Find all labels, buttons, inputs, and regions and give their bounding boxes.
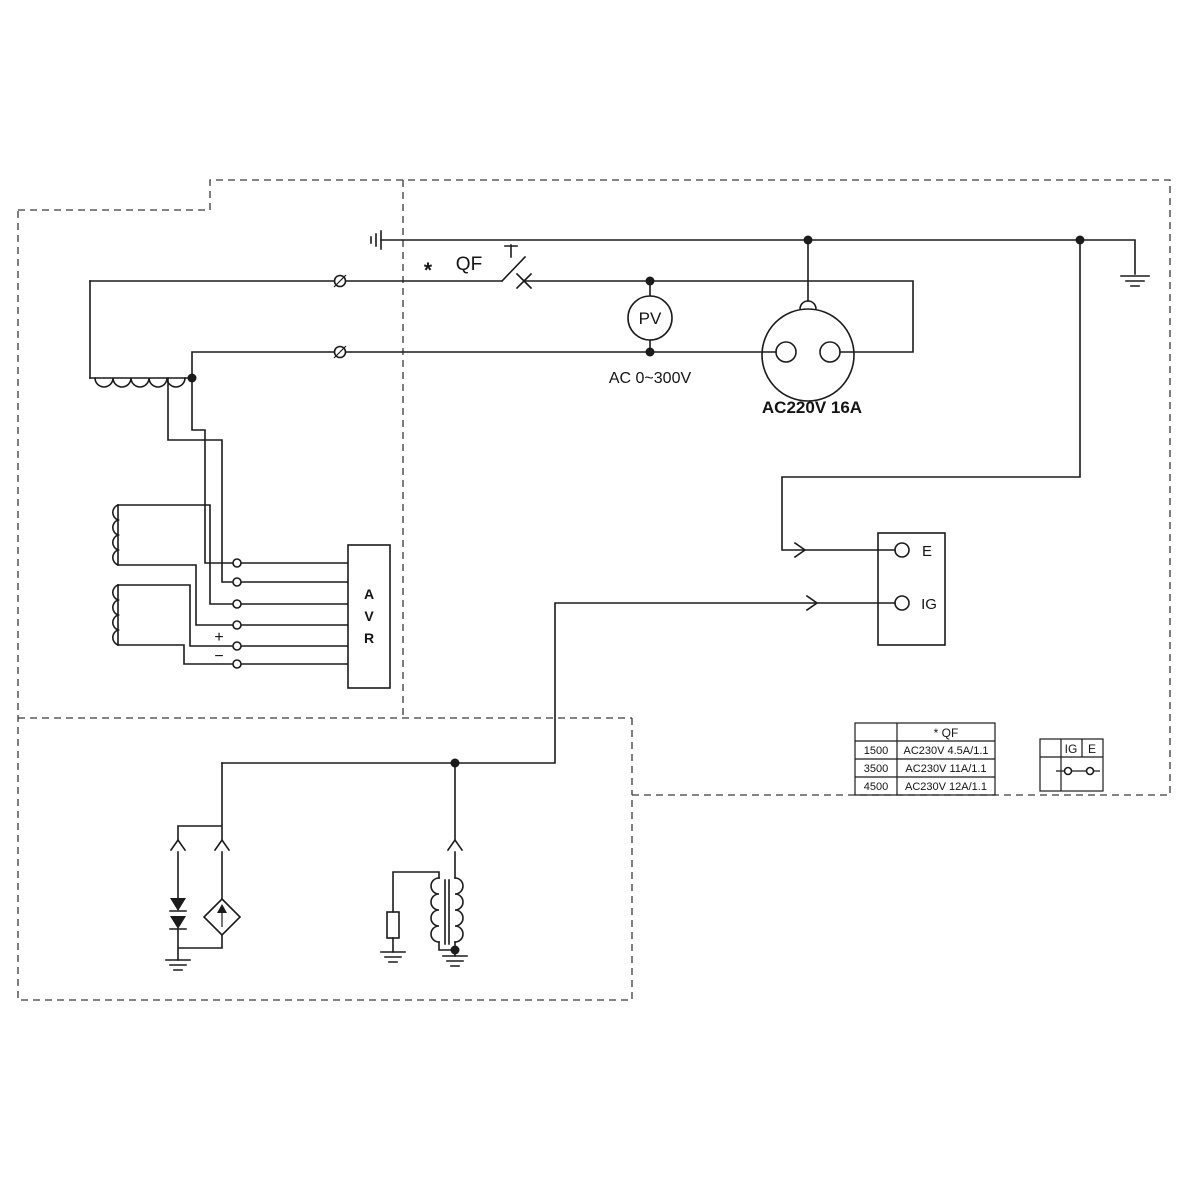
qf-table-grid xyxy=(855,723,995,795)
connector-slash-icon xyxy=(333,274,347,288)
avr-input-wire-4 xyxy=(117,564,349,626)
switch-symbol-contact xyxy=(1085,766,1095,776)
terminal-block-rect xyxy=(877,532,946,646)
avr-label-a: A xyxy=(364,586,374,602)
junction-dot xyxy=(645,276,655,286)
connector-arrow-icon xyxy=(169,838,187,852)
qf-table-header: * QF xyxy=(934,726,959,740)
exciter-winding-bumps xyxy=(112,503,121,567)
field-winding-coil xyxy=(112,583,121,647)
ignition-coil-primary-bumps xyxy=(430,877,440,943)
avr-terminal-circle xyxy=(232,620,242,630)
avr-box: A V R xyxy=(347,544,391,689)
avr-output-plus-wire xyxy=(117,584,349,647)
avr-sense-wire-1 xyxy=(191,377,349,564)
main-winding-bumps xyxy=(94,377,186,388)
avr-terminal-circle xyxy=(232,641,242,651)
avr-input-wire-3 xyxy=(117,504,349,605)
spark-unit-arrowhead-icon xyxy=(217,904,227,913)
switch-symbol-contact xyxy=(1063,766,1073,776)
ground-symbol-icon xyxy=(165,959,191,971)
breaker-contact-tick xyxy=(504,244,518,258)
ignition-stop-circuit xyxy=(165,762,242,971)
ground-symbol-icon xyxy=(442,955,468,967)
socket-earth-tab xyxy=(799,300,817,310)
ignition-coil-circuit xyxy=(380,762,468,967)
junction-dot xyxy=(450,945,460,955)
ig-arrow-icon xyxy=(805,594,819,612)
breaker-qf: * QF xyxy=(424,244,533,290)
diode-icon xyxy=(170,898,186,911)
avr-terminal-circle xyxy=(232,558,242,568)
switch-table-e-header: E xyxy=(1088,742,1096,756)
junction-dot xyxy=(803,235,813,245)
resistor xyxy=(386,911,400,939)
voltmeter-range-label: AC 0~300V xyxy=(609,370,692,387)
breaker-label: QF xyxy=(456,254,482,275)
diode-icon xyxy=(170,916,186,929)
qf-table-model: 4500 xyxy=(864,781,888,793)
ground-symbol-left-icon xyxy=(370,230,382,250)
voltmeter-label: PV xyxy=(639,309,662,328)
connector-arrow-icon xyxy=(213,838,231,852)
avr-sense-wire-2 xyxy=(167,377,349,583)
avr-terminal-circle xyxy=(232,599,242,609)
primary-circuit-wires xyxy=(392,871,456,953)
field-winding-bumps xyxy=(112,583,121,647)
exciter-winding-coil xyxy=(112,503,121,567)
ignition-switch-table: IG E xyxy=(1039,738,1104,792)
socket-hole-right xyxy=(819,341,841,363)
qf-table-spec: AC230V 4.5A/1.1 xyxy=(903,745,988,757)
qf-rating-table: * QF 1500 AC230V 4.5A/1.1 3500 AC230V 11… xyxy=(854,722,996,796)
switch-table-border xyxy=(1039,738,1104,792)
ignition-coil-secondary-bumps xyxy=(454,877,464,943)
qf-table-model: 1500 xyxy=(864,745,888,757)
output-wires xyxy=(89,274,914,379)
terminal-ig-circle xyxy=(894,595,910,611)
connector-slash-icon xyxy=(333,345,347,359)
avr-wiring: + − xyxy=(117,377,349,669)
connector-arrow-icon xyxy=(446,838,464,852)
avr-output-minus-wire xyxy=(117,644,349,665)
stop-circuit-wires xyxy=(177,762,223,961)
e-arrow-icon xyxy=(793,541,807,559)
breaker-blade xyxy=(500,255,527,283)
avr-label-r: R xyxy=(364,630,374,646)
avr-terminal-circle xyxy=(232,577,242,587)
qf-table-spec: AC230V 11A/1.1 xyxy=(905,763,986,775)
ignition-coil-core xyxy=(444,879,450,945)
voltmeter-pv: PV AC 0~300V xyxy=(609,276,692,387)
earth-bus xyxy=(370,230,1150,302)
avr-terminal-circle xyxy=(232,659,242,669)
ground-symbol-icon xyxy=(380,951,406,963)
ground-symbol-right-icon xyxy=(1120,275,1150,287)
socket-body-circle xyxy=(761,308,855,402)
terminal-e-circle xyxy=(894,542,910,558)
live-wire xyxy=(89,280,914,353)
breaker-cross-icon xyxy=(515,272,533,290)
main-winding-coil xyxy=(89,373,197,388)
qf-table-spec: AC230V 12A/1.1 xyxy=(905,781,987,793)
voltmeter-circle xyxy=(627,295,673,341)
socket-label: AC220V 16A xyxy=(762,398,862,417)
socket-hole-left xyxy=(775,341,797,363)
plus-label: + xyxy=(214,629,223,646)
qf-table-model: 3500 xyxy=(864,763,888,775)
avr-label-v: V xyxy=(364,608,374,624)
terminal-ig-label: IG xyxy=(921,596,937,613)
switch-table-grid xyxy=(1040,739,1103,791)
avr-rect xyxy=(347,544,391,689)
breaker-star-label: * xyxy=(424,259,433,282)
power-socket: AC220V 16A xyxy=(761,300,862,417)
minus-label: − xyxy=(214,648,223,665)
earth-bus-wire xyxy=(380,239,1136,275)
junction-dot xyxy=(645,347,655,357)
e-feed-wire xyxy=(781,239,1081,551)
switch-table-ig-header: IG xyxy=(1065,742,1078,756)
terminal-block: E IG xyxy=(221,239,1081,768)
ig-feed-wire xyxy=(221,602,896,764)
enclosure-boundaries xyxy=(17,179,1171,1001)
terminal-e-label: E xyxy=(922,543,932,560)
